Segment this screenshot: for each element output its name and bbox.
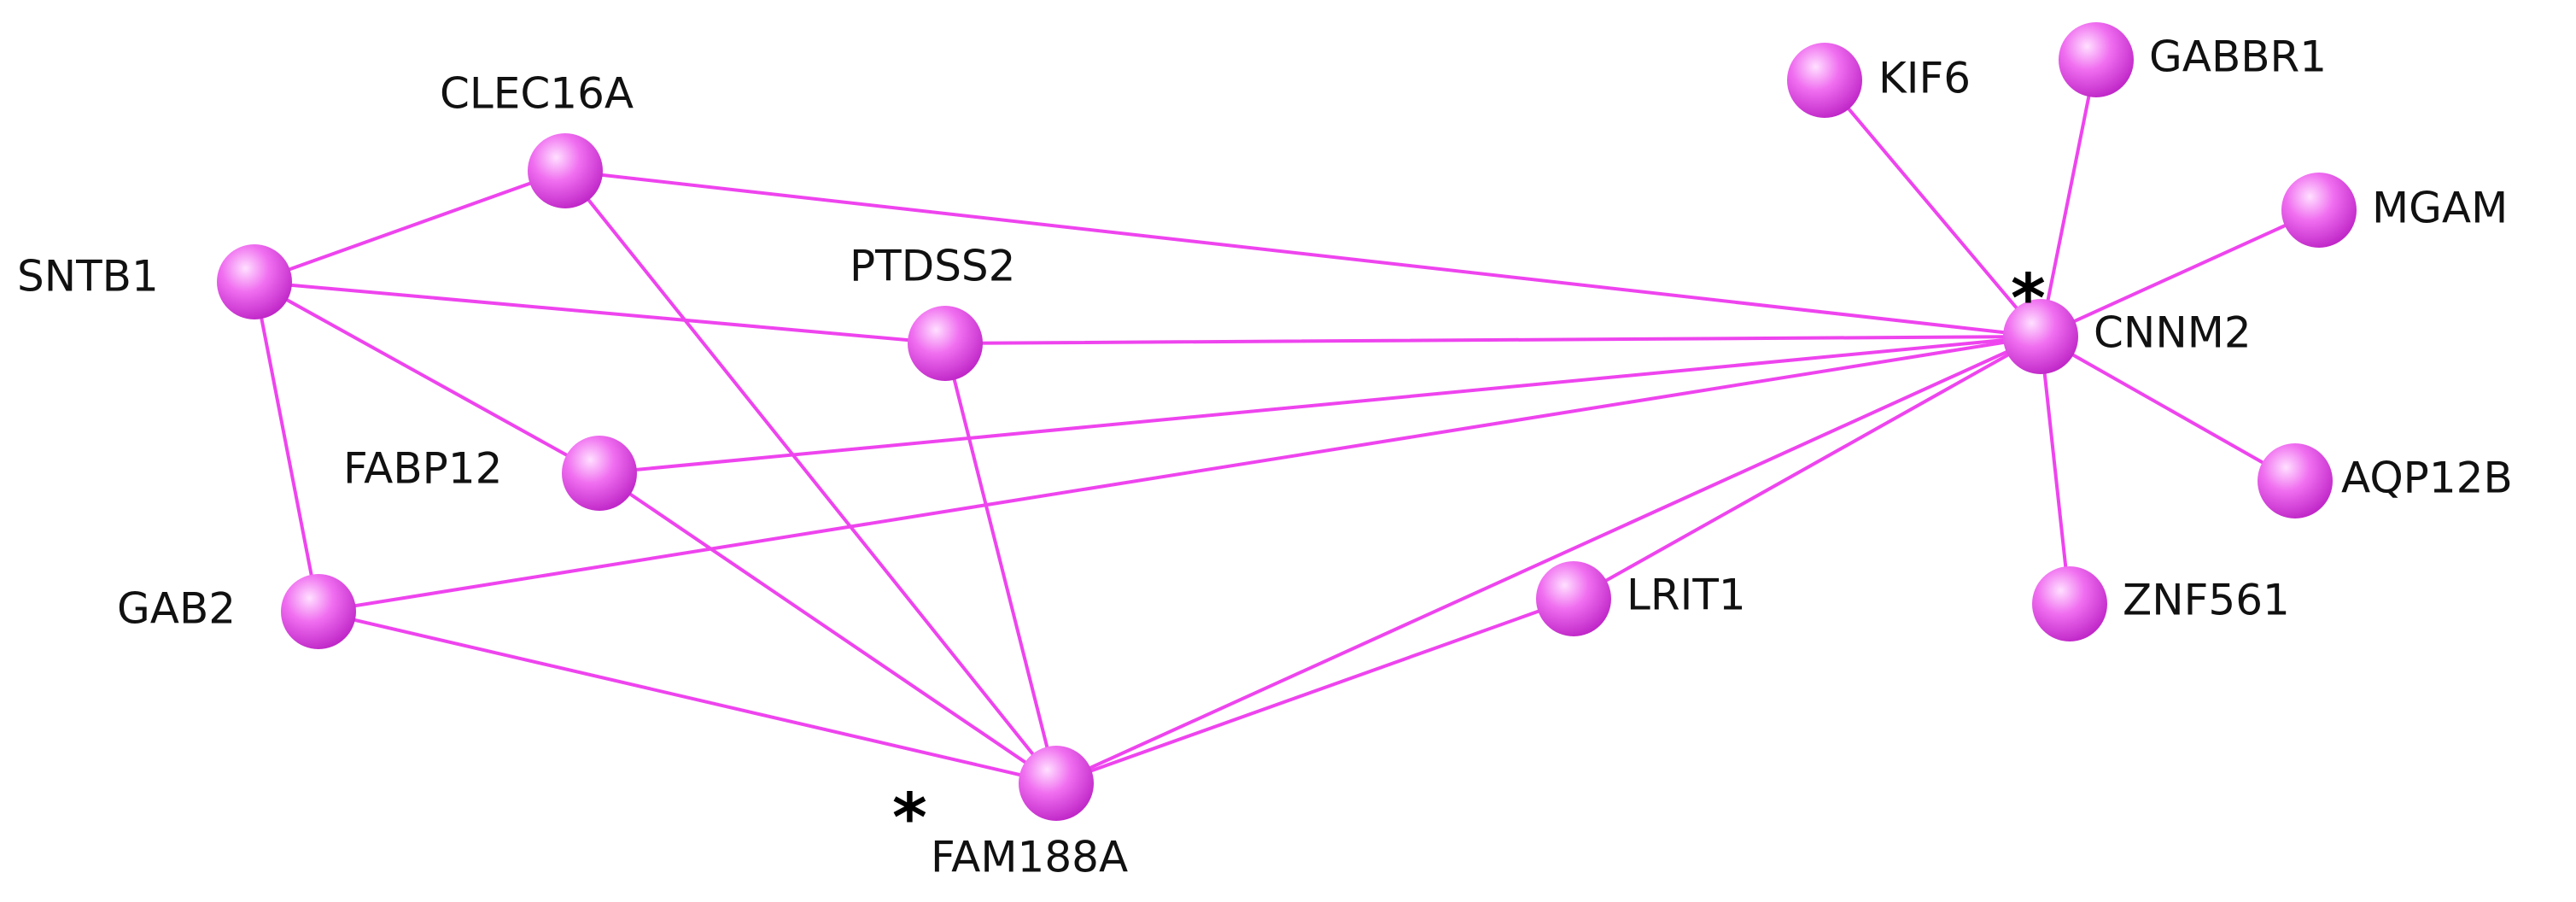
edges-layer	[253, 58, 2321, 785]
node-sntb1[interactable]: SNTB1	[17, 244, 292, 319]
node-label: PTDSS2	[850, 242, 1015, 291]
node-ptdss2[interactable]: PTDSS2	[850, 242, 1015, 382]
edge-kif6-cnnm2	[1823, 79, 2042, 338]
node-sphere[interactable]	[2032, 566, 2107, 641]
node-label: AQP12B	[2341, 454, 2513, 503]
node-lrit1[interactable]: LRIT1	[1536, 561, 1746, 636]
node-mgam[interactable]: MGAM	[2281, 173, 2508, 248]
node-sphere[interactable]	[281, 574, 356, 649]
node-label: MGAM	[2372, 184, 2508, 233]
edge-sntb1-clec16a	[253, 169, 567, 284]
node-label: CLEC16A	[440, 69, 634, 119]
node-sphere[interactable]	[2258, 443, 2333, 518]
edge-clec16a-cnnm2	[564, 169, 2042, 338]
node-sphere[interactable]	[217, 244, 292, 319]
edge-sntb1-ptdss2	[253, 280, 947, 345]
node-kif6[interactable]: KIF6	[1787, 43, 1971, 118]
edge-sntb1-fabp12	[253, 280, 601, 475]
node-sphere[interactable]	[1787, 43, 1862, 118]
node-sphere[interactable]	[528, 133, 603, 208]
edge-lrit1-cnnm2	[1572, 335, 2042, 600]
node-fabp12[interactable]: FABP12	[343, 436, 637, 511]
edge-sntb1-gab2	[253, 280, 320, 613]
edge-gab2-fam188a	[317, 610, 1058, 785]
node-gab2[interactable]: GAB2	[117, 574, 356, 649]
asterisk-marker: *	[2011, 261, 2046, 337]
edge-gab2-cnnm2	[317, 335, 2042, 613]
edge-ptdss2-fam188a	[943, 342, 1058, 785]
edge-fabp12-fam188a	[598, 472, 1058, 785]
node-znf561[interactable]: ZNF561	[2032, 566, 2290, 641]
edge-ptdss2-cnnm2	[943, 335, 2042, 345]
node-sphere[interactable]	[1019, 746, 1094, 821]
node-clec16a[interactable]: CLEC16A	[440, 69, 634, 209]
node-fam188a[interactable]: FAM188A*	[892, 746, 1128, 882]
node-sphere[interactable]	[1536, 561, 1611, 636]
edge-gabbr1-cnnm2	[2039, 58, 2098, 338]
edge-fabp12-cnnm2	[598, 335, 2042, 475]
node-label: CNNM2	[2094, 308, 2252, 358]
node-sphere[interactable]	[908, 306, 983, 381]
node-label: SNTB1	[17, 252, 159, 302]
node-label: GAB2	[117, 584, 236, 634]
node-label: GABBR1	[2149, 32, 2327, 82]
node-gabbr1[interactable]: GABBR1	[2059, 22, 2327, 97]
asterisk-marker: *	[892, 780, 927, 857]
node-sphere[interactable]	[2281, 173, 2357, 248]
edge-clec16a-fam188a	[564, 169, 1058, 785]
node-aqp12b[interactable]: AQP12B	[2258, 443, 2513, 518]
node-label: FABP12	[343, 444, 502, 494]
node-cnnm2[interactable]: CNNM2 *	[2003, 261, 2252, 374]
node-label: ZNF561	[2123, 576, 2290, 625]
edge-aqp12b-cnnm2	[2039, 335, 2297, 483]
node-sphere[interactable]	[2003, 299, 2078, 374]
node-label: KIF6	[1878, 54, 1971, 103]
node-label: FAM188A	[931, 833, 1128, 882]
edge-fam188a-cnnm2	[1054, 335, 2042, 785]
node-sphere[interactable]	[2059, 22, 2134, 97]
edge-mgam-cnnm2	[2039, 208, 2321, 338]
node-sphere[interactable]	[562, 436, 637, 511]
edge-fam188a-lrit1	[1054, 597, 1575, 785]
edge-znf561-cnnm2	[2039, 335, 2071, 606]
node-label: LRIT1	[1627, 571, 1746, 620]
